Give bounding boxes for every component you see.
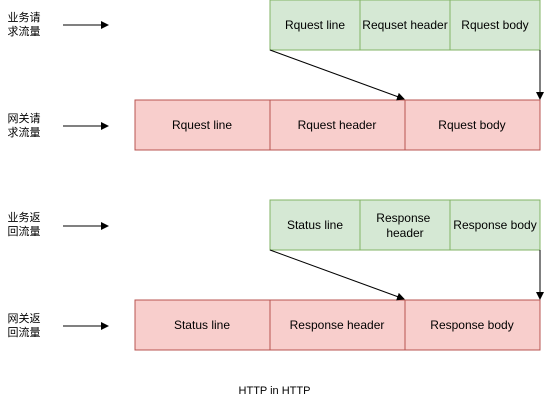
gateway-response-header-text: Response header [290, 318, 385, 332]
gateway-request-header-text: Rquest header [298, 118, 377, 132]
gateway-response-row: Status line Response header Response bod… [134, 299, 541, 351]
gateway-request-body-cell [404, 99, 541, 151]
gateway-request-row: Rquest line Rquest header Rquest body [134, 99, 541, 151]
diagram-caption: HTTP in HTTP [238, 385, 311, 397]
business-response-body-text: Response body [453, 218, 536, 232]
business-response-header-line1: Response [376, 211, 430, 225]
gateway-request-header-cell [269, 99, 406, 151]
business-request-row: Rquest line Requset header Rquest body [269, 0, 541, 51]
business-request-label: 业务请求流量 [7, 12, 41, 38]
business-response-header-cell [359, 199, 451, 251]
business-request-line-cell [269, 0, 361, 51]
business-request-header-text: Requset header [362, 18, 447, 32]
business-request-line-text: Rquest line [285, 18, 345, 32]
business-response-row: Status line Response header Response bod… [269, 199, 541, 251]
business-request-header-cell [359, 0, 451, 51]
gateway-status-line-text: Status line [174, 318, 230, 332]
gateway-request-line-cell [134, 99, 271, 151]
gateway-request-label: 网关请求流量 [7, 113, 41, 139]
gateway-response-body-cell [404, 299, 541, 351]
business-response-header-line2: header [386, 226, 423, 240]
gateway-request-line-text: Rquest line [172, 118, 232, 132]
response-diagonal-arrow [269, 249, 405, 301]
gateway-request-body-text: Rquest body [438, 118, 505, 132]
business-response-body-cell [449, 199, 541, 251]
request-diagonal-arrow [269, 49, 405, 101]
gateway-status-line-cell [134, 299, 271, 351]
business-request-body-text: Rquest body [461, 18, 528, 32]
business-response-header-text: Response header [376, 211, 433, 240]
gateway-response-body-text: Response body [430, 318, 513, 332]
business-status-line-text: Status line [287, 218, 343, 232]
business-status-line-cell [269, 199, 361, 251]
gateway-response-label: 网关返回流量 [7, 313, 41, 339]
business-response-label: 业务返回流量 [7, 212, 41, 238]
business-request-body-cell [449, 0, 541, 51]
